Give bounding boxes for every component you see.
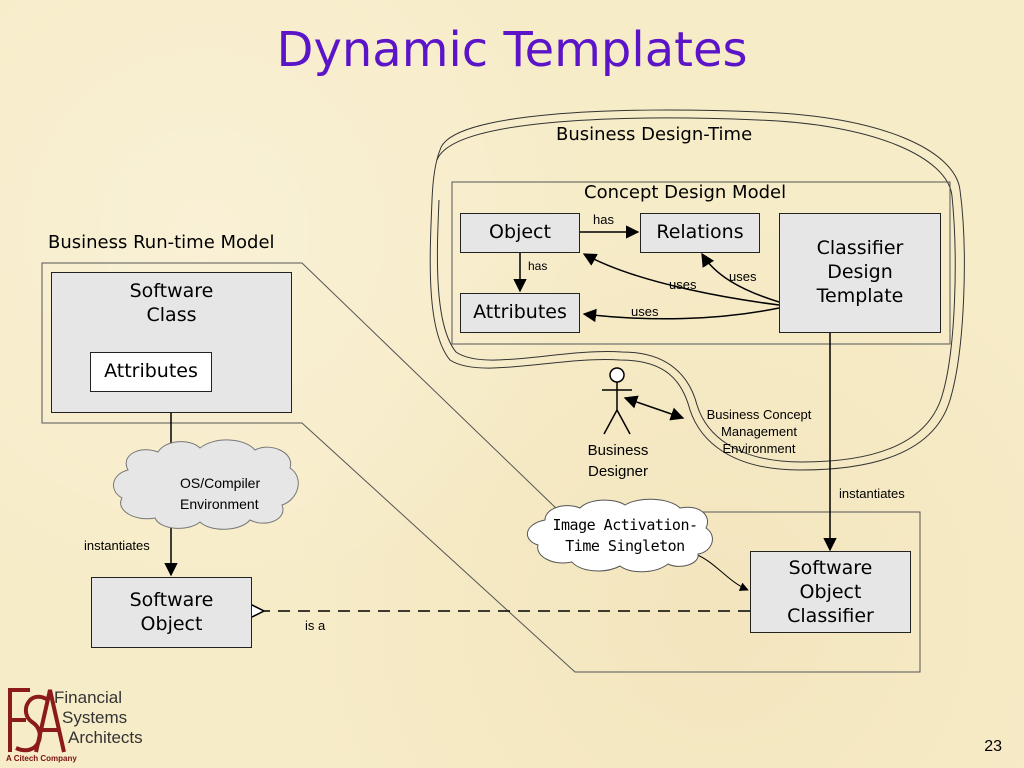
soc-line-3: Classifier — [787, 605, 874, 627]
is-a-label: is a — [305, 618, 326, 633]
os-compiler-cloud — [113, 439, 299, 530]
business-design-time-boundary-inner — [436, 117, 956, 463]
bcme-line-2: Management — [721, 424, 797, 439]
fsa-logo-mark — [8, 688, 66, 753]
uses-object-label: uses — [669, 277, 697, 292]
software-class-line-1: Software — [129, 280, 214, 302]
logo-line-1: Financial — [54, 688, 123, 707]
instantiates-left-label: instantiates — [84, 538, 150, 553]
object-box: Object — [460, 213, 580, 253]
image-activation-line-1: Image Activation- — [552, 516, 698, 534]
soc-line-2: Object — [799, 581, 862, 603]
classifier-line-2: Design — [827, 261, 893, 283]
page-number: 23 — [984, 738, 1002, 755]
bcme-note: Business Concept Management Environment — [694, 406, 824, 457]
logo-tagline: A Citech Company — [6, 754, 77, 763]
logo-line-3: Architects — [68, 728, 143, 747]
relations-label: Relations — [656, 221, 744, 243]
relations-box: Relations — [640, 213, 760, 253]
uses-relations-label: uses — [729, 269, 757, 284]
bcme-line-3: Environment — [722, 441, 796, 456]
software-object-classifier-box: Software Object Classifier — [750, 551, 911, 633]
classifier-line-1: Classifier — [816, 237, 904, 259]
bcme-line-1: Business Concept — [706, 407, 812, 422]
software-class-attributes-box: Attributes — [90, 352, 212, 392]
image-activation-line-2: Time Singleton — [565, 537, 685, 555]
business-designer-line-1: Business — [587, 442, 649, 459]
image-activation-cloud — [527, 498, 713, 573]
slide-title: Dynamic Templates — [276, 22, 748, 78]
software-class-line-2: Class — [146, 304, 197, 326]
has-right-label: has — [593, 212, 614, 227]
logo-line-2: Systems — [62, 708, 128, 727]
image-activation-note: Image Activation- Time Singleton — [540, 515, 710, 557]
instantiates-right-label: instantiates — [839, 486, 905, 501]
soc-line-1: Software — [788, 557, 873, 579]
concept-design-model-label: Concept Design Model — [584, 182, 787, 203]
actor-figure — [602, 367, 632, 435]
os-compiler-line-1: OS/Compiler — [180, 475, 261, 491]
classifier-design-template-box: Classifier Design Template — [779, 213, 941, 333]
os-compiler-line-2: Environment — [180, 496, 259, 512]
attributes-box: Attributes — [460, 293, 580, 333]
business-designer-label: Business Designer — [578, 440, 658, 482]
attributes-label: Attributes — [473, 301, 567, 323]
software-class-attributes-label: Attributes — [104, 360, 198, 382]
business-runtime-model-frame — [41, 262, 921, 673]
os-compiler-note: OS/Compiler Environment — [180, 473, 260, 515]
business-runtime-model-label: Business Run-time Model — [48, 232, 275, 253]
business-design-time-boundary — [429, 109, 965, 471]
concept-design-model-frame — [451, 181, 951, 345]
uses-attributes-label: uses — [631, 304, 659, 319]
classifier-line-3: Template — [816, 285, 904, 307]
software-object-box: Software Object — [91, 577, 252, 648]
object-label: Object — [489, 221, 551, 243]
business-design-time-label: Business Design-Time — [556, 124, 753, 145]
has-down-label: has — [528, 259, 548, 273]
business-designer-line-2: Designer — [587, 463, 649, 480]
software-object-line-1: Software — [129, 589, 214, 611]
software-object-line-2: Object — [140, 613, 203, 635]
logo-text: Financial Systems Architects — [54, 688, 143, 748]
